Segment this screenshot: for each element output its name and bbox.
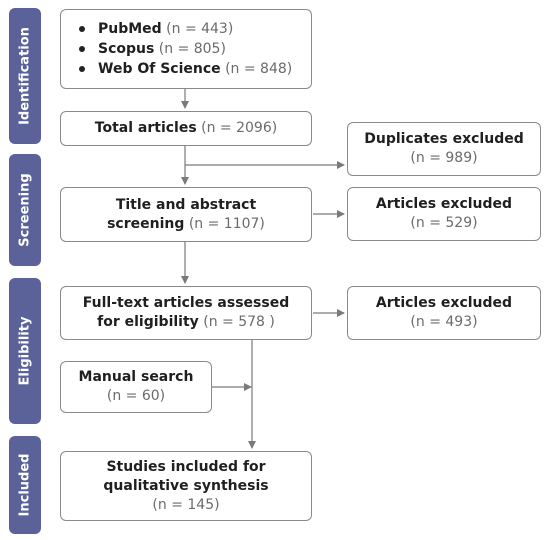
total-label: Total articles <box>94 120 197 136</box>
screening-line2-row: screening (n = 1107) <box>107 215 265 234</box>
source-name: Web Of Science <box>98 61 221 77</box>
phase-label-eligibility: Eligibility <box>17 316 33 386</box>
duplicates-box: Duplicates excluded (n = 989) <box>347 122 541 176</box>
fulltext-excluded-label: Articles excluded <box>375 295 513 311</box>
included-count: (n = 145) <box>152 496 220 513</box>
total-articles-box: Total articles (n = 2096) <box>60 111 312 146</box>
phase-label-included: Included <box>17 453 33 517</box>
source-count: (n = 443) <box>166 21 234 37</box>
included-box: Studies included for qualitative synthes… <box>60 451 312 521</box>
source-item-pubmed: PubMed (n = 443) <box>61 19 311 39</box>
phase-label-screening: Screening <box>17 173 33 247</box>
fulltext-line2: for eligibility <box>97 314 199 330</box>
source-name: PubMed <box>98 21 162 37</box>
included-line2: qualitative synthesis <box>103 477 269 494</box>
source-name: Scopus <box>98 41 155 57</box>
screening-excluded-label: Articles excluded <box>375 196 513 212</box>
manual-search-box: Manual search (n = 60) <box>60 361 212 413</box>
source-list: PubMed (n = 443) Scopus (n = 805) Web Of… <box>61 19 311 79</box>
bullet-icon <box>79 66 85 72</box>
phase-included: Included <box>9 436 41 534</box>
total-articles-line: Total articles (n = 2096) <box>95 119 277 138</box>
screening-line1: Title and abstract <box>115 196 257 213</box>
screening-count: (n = 1107) <box>188 215 265 232</box>
bullet-icon <box>79 26 85 32</box>
included-line1: Studies included for <box>106 458 266 475</box>
phase-eligibility: Eligibility <box>9 278 41 424</box>
screening-excluded-count: (n = 529) <box>410 215 478 231</box>
source-count: (n = 805) <box>158 41 226 57</box>
source-item-scopus: Scopus (n = 805) <box>61 39 311 59</box>
sources-box: PubMed (n = 443) Scopus (n = 805) Web Of… <box>60 9 312 89</box>
duplicates-count: (n = 989) <box>410 150 478 166</box>
screening-line2: screening <box>107 215 185 232</box>
screening-excluded-box: Articles excluded (n = 529) <box>347 187 541 241</box>
screening-box: Title and abstract screening (n = 1107) <box>60 187 312 242</box>
duplicates-label: Duplicates excluded <box>364 131 524 147</box>
total-count: (n = 2096) <box>201 120 278 136</box>
phase-screening: Screening <box>9 154 41 266</box>
fulltext-count: (n = 578 ) <box>203 314 275 330</box>
phase-identification: Identification <box>9 8 41 144</box>
source-item-web-of-science: Web Of Science (n = 848) <box>61 59 311 79</box>
source-count: (n = 848) <box>225 61 293 77</box>
fulltext-excluded-box: Articles excluded (n = 493) <box>347 286 541 340</box>
bullet-icon <box>79 46 85 52</box>
manual-count: (n = 60) <box>106 388 166 404</box>
fulltext-box: Full-text articles assessed for eligibil… <box>60 286 312 340</box>
fulltext-excluded-count: (n = 493) <box>410 314 478 330</box>
manual-label: Manual search <box>78 369 194 385</box>
fulltext-line2-row: for eligibility (n = 578 ) <box>97 313 275 332</box>
fulltext-line1: Full-text articles assessed <box>82 295 290 311</box>
phase-label-identification: Identification <box>17 27 33 125</box>
